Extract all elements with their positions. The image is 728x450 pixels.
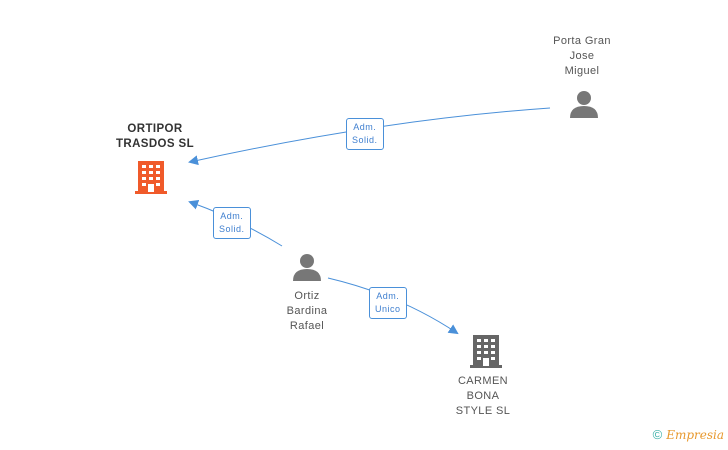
company-label-carmen[interactable]: CARMEN BONA STYLE SL	[455, 375, 511, 417]
edge-label-line: Adm.	[353, 122, 377, 132]
brand-name: Empresia	[666, 428, 724, 442]
edge-label-line: Adm.	[220, 211, 244, 221]
edge-label-line: Unico	[375, 304, 401, 314]
copyright-symbol: ©	[652, 427, 663, 442]
edge-label-line: Solid.	[219, 224, 245, 234]
edge-label-line: Solid.	[352, 135, 378, 145]
person-label-porta[interactable]: Porta Gran Jose Miguel	[553, 35, 611, 77]
person-label-ortiz[interactable]: Ortiz Bardina Rafael	[286, 290, 328, 332]
edge-label-role[interactable]: Adm. Solid.	[346, 118, 384, 150]
person-icon[interactable]	[569, 89, 599, 119]
footer-brand[interactable]: ©Empresia	[653, 427, 724, 442]
building-icon[interactable]	[135, 160, 167, 194]
edge-label-role[interactable]: Adm. Solid.	[213, 207, 251, 239]
edge-label-line: Adm.	[376, 291, 400, 301]
company-label-ortipor[interactable]: ORTIPOR TRASDOS SL	[115, 123, 195, 150]
building-icon[interactable]	[470, 334, 502, 368]
person-icon[interactable]	[292, 252, 322, 282]
edge-label-role[interactable]: Adm. Unico	[369, 287, 407, 319]
